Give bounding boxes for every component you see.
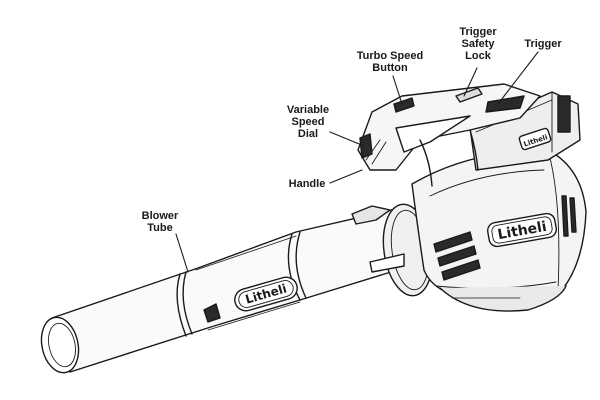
label-line: Speed	[291, 116, 325, 128]
label-line: Variable	[286, 104, 330, 116]
label-line: Turbo Speed	[356, 50, 424, 62]
label-trigger: Trigger	[520, 38, 566, 50]
label-variable-speed-dial: Variable Speed Dial	[284, 104, 332, 140]
variable-speed-dial[interactable]	[359, 133, 373, 159]
label-line: Safety	[461, 38, 495, 50]
label-line: Handle	[288, 178, 326, 190]
leader-trigger-safety-lock	[463, 67, 478, 97]
battery-pack	[469, 91, 581, 171]
leader-trigger	[497, 51, 539, 105]
label-handle: Handle	[284, 178, 330, 190]
tube-release-tab	[203, 303, 221, 323]
label-line: Button	[372, 62, 408, 74]
label-turbo-speed-button: Turbo Speed Button	[350, 50, 430, 74]
leader-variable-speed-dial	[329, 131, 365, 147]
label-trigger-safety-lock: Trigger Safety Lock	[458, 26, 498, 62]
label-line: Dial	[297, 128, 319, 140]
leader-turbo-speed-button	[392, 75, 403, 105]
label-blower-tube: Blower Tube	[138, 210, 182, 234]
trigger-safety-lock[interactable]	[455, 87, 483, 103]
turbo-speed-button[interactable]	[393, 97, 415, 113]
label-line: Lock	[465, 50, 491, 62]
tube-logo-badge	[234, 276, 298, 312]
label-line: Tube	[147, 222, 173, 234]
leader-handle	[329, 169, 363, 184]
label-line: Trigger	[459, 26, 497, 38]
blower-tube	[40, 207, 413, 374]
label-line: Blower	[141, 210, 179, 222]
trigger[interactable]	[485, 95, 525, 113]
motor-housing	[411, 149, 587, 312]
leader-blower-tube	[175, 233, 189, 273]
label-line: Trigger	[524, 38, 562, 50]
callout-leaders	[175, 51, 539, 273]
